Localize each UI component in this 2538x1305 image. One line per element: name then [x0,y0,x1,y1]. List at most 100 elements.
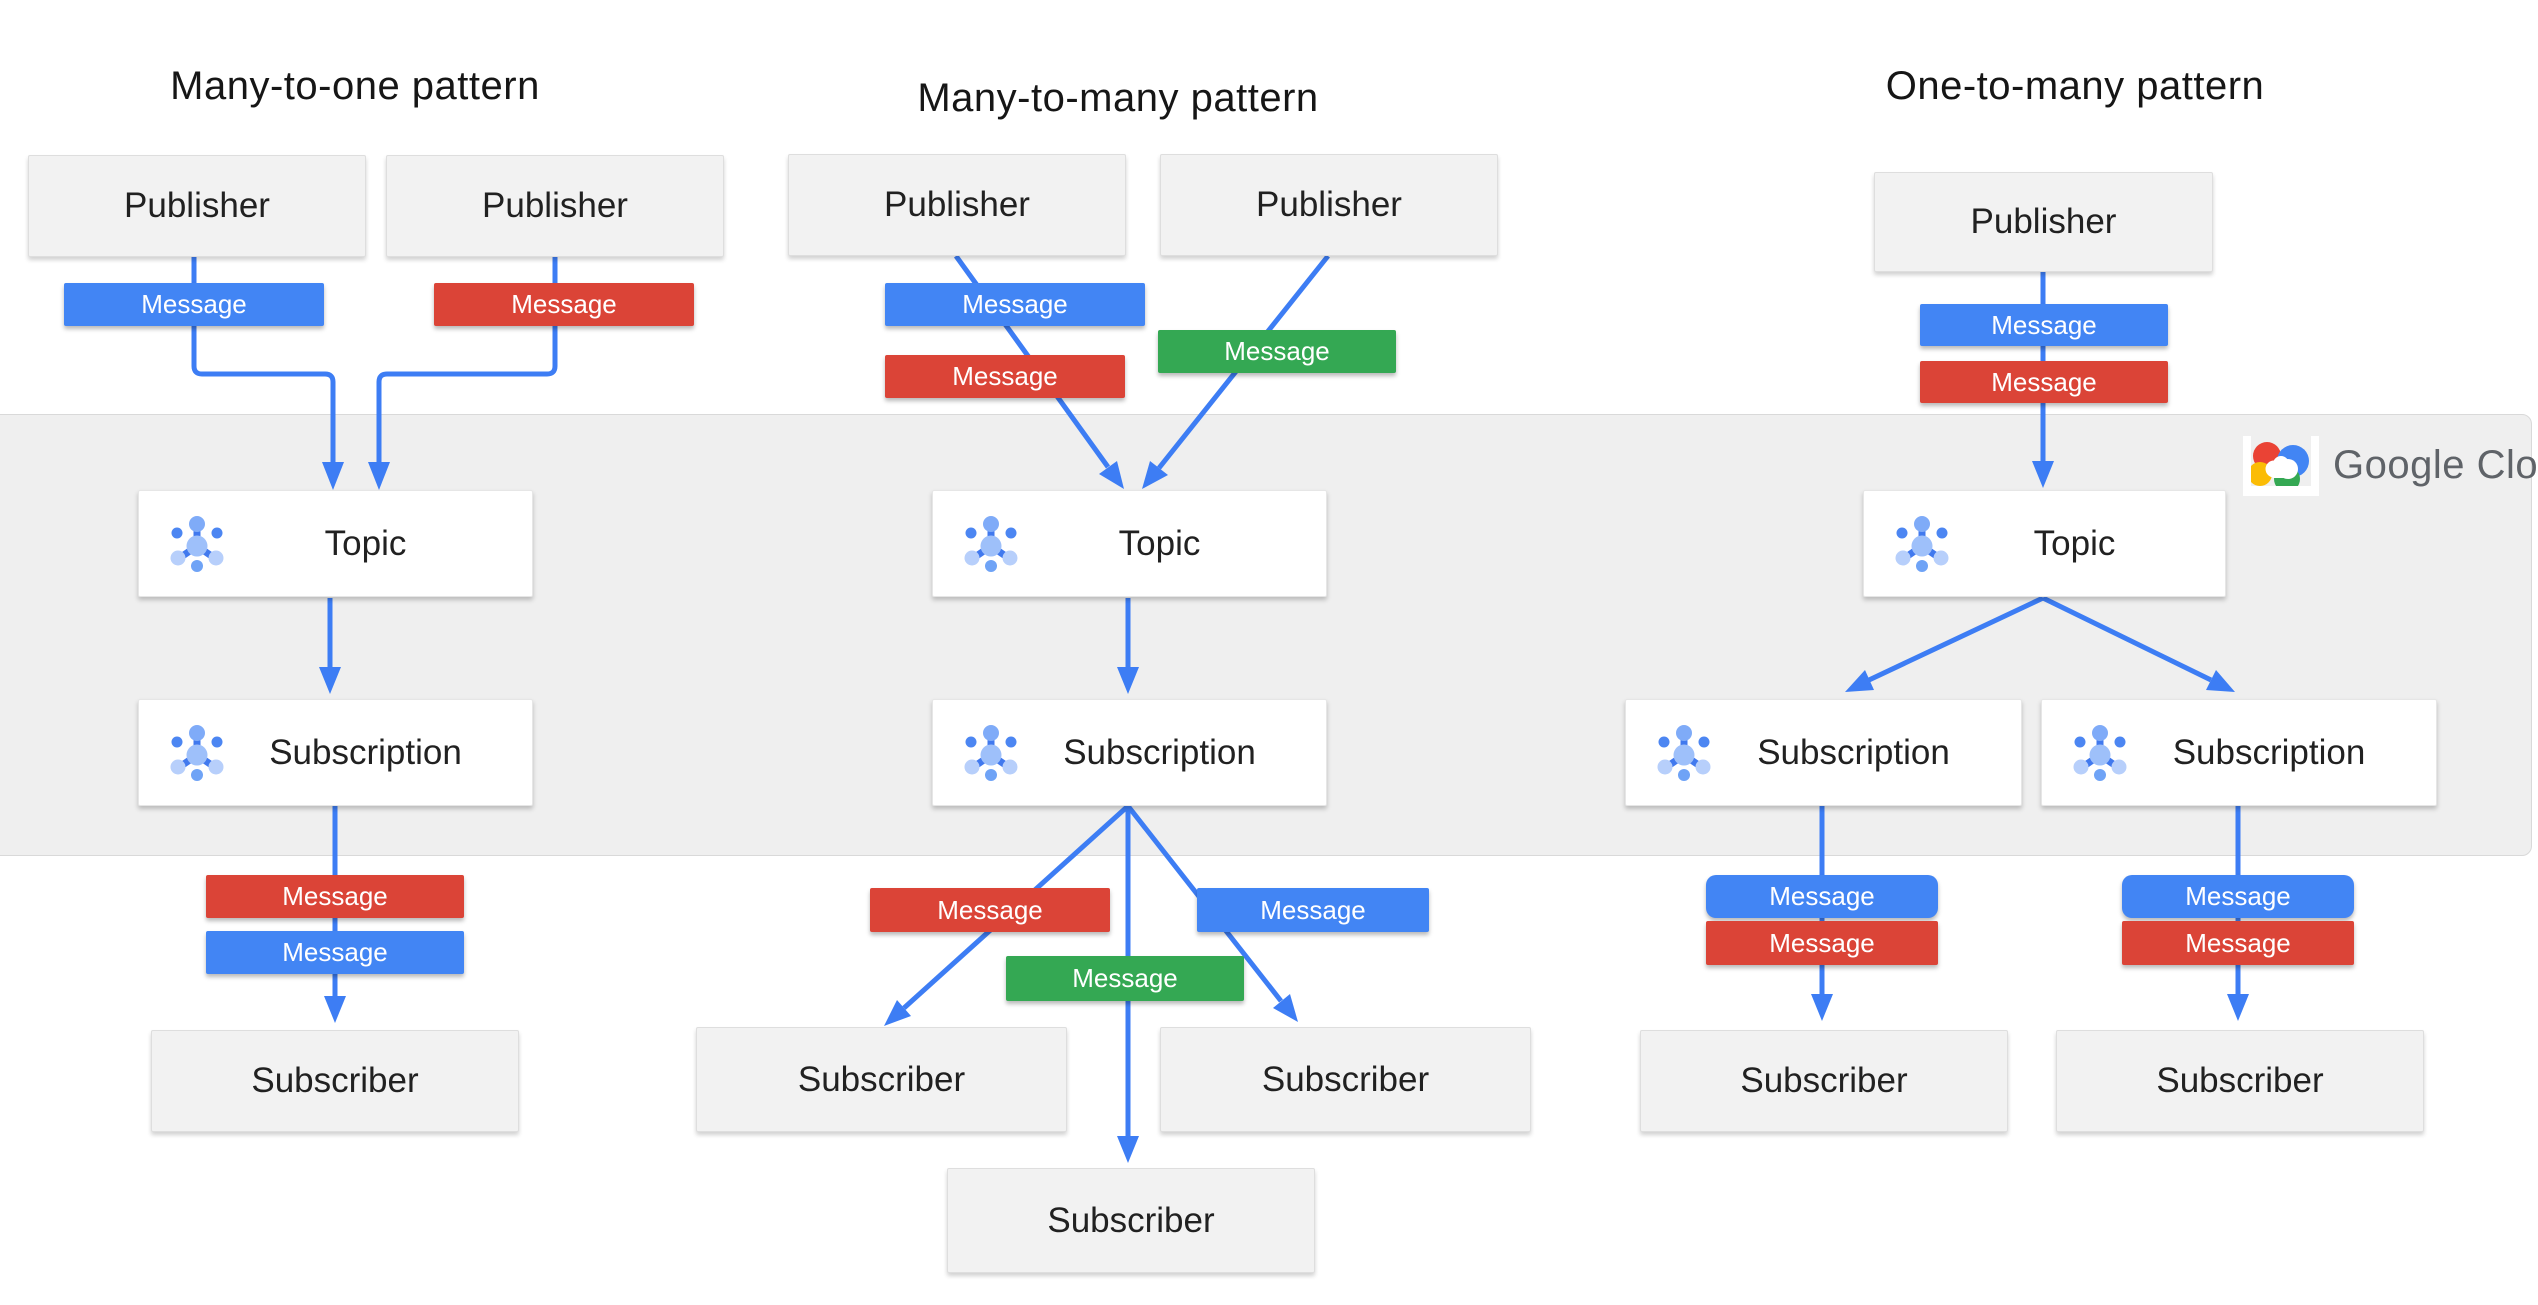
message-chip-red: Message [2122,921,2354,965]
pubsub-subscription-icon [169,724,225,781]
arrowhead [2032,461,2054,488]
subscriber-label: Subscriber [2156,1061,2324,1100]
pubsub-topic-icon [963,515,1019,572]
arrowhead [324,996,346,1023]
arrowhead [1099,461,1124,489]
publisher-box: Publisher [386,155,724,257]
message-label: Message [1260,894,1366,925]
message-label: Message [962,289,1068,319]
message-label: Message [1769,927,1875,958]
pubsub-subscription-icon [963,724,1019,781]
edge-right-topic-sub2 [2041,595,2213,683]
arrowhead [1142,461,1168,489]
edge-right-topic-sub1 [1867,595,2045,683]
topic-label: Topic [324,523,407,563]
subscriber-box: Subscriber [1640,1030,2008,1132]
subscription-label: Subscription [269,732,462,772]
arrowhead [2206,670,2235,692]
message-chip-red: Message [206,875,464,918]
arrowhead [368,462,390,490]
arrowhead [1273,994,1298,1022]
message-chip-blue: Message [885,283,1145,326]
message-label: Message [282,881,388,911]
publisher-box: Publisher [1874,172,2213,272]
subscription-label: Subscription [2172,732,2366,772]
pattern-title-many-to-one: Many-to-one pattern [170,64,540,108]
message-label: Message [141,289,247,319]
subscriber-box: Subscriber [1160,1027,1531,1132]
message-chip-green: Message [1158,330,1396,373]
pubsub-topic-icon [1894,515,1950,572]
subscriber-box: Subscriber [696,1027,1067,1132]
google-cloud-icon [2243,434,2319,496]
pubsub-topic-icon [169,515,225,572]
pattern-title-one-to-many: One-to-many pattern [1885,64,2265,108]
arrowhead [1811,994,1833,1021]
subscriber-box: Subscriber [947,1168,1315,1273]
subscription-box: Subscription [1625,699,2022,806]
arrowhead [2227,994,2249,1021]
message-label: Message [1224,336,1330,366]
message-label: Message [952,361,1058,391]
message-label: Message [937,894,1043,925]
edge-left-pub1-topic [191,255,336,463]
publisher-box: Publisher [28,155,366,257]
message-chip-green: Message [1006,956,1244,1001]
subscription-box: Subscription [138,699,533,806]
topic-box: Topic [138,490,533,597]
subscriber-box: Subscriber [2056,1030,2424,1132]
message-label: Message [1072,963,1178,993]
message-chip-red: Message [1920,361,2168,403]
arrowhead [1117,1136,1139,1163]
publisher-label: Publisher [884,185,1030,224]
message-label: Message [1991,309,2097,340]
message-chip-blue: Message [206,931,464,974]
subscription-label: Subscription [1757,732,1950,772]
message-label: Message [1991,366,2097,397]
topic-box: Topic [1863,490,2226,597]
message-chip-red: Message [434,283,694,326]
subscription-label: Subscription [1063,732,1256,772]
topic-box: Topic [932,490,1327,597]
pubsub-subscription-icon [2072,724,2128,781]
subscription-box: Subscription [932,699,1327,806]
message-label: Message [511,289,617,319]
message-chip-red: Message [885,355,1125,398]
publisher-label: Publisher [482,186,628,225]
publisher-label: Publisher [1256,185,1402,224]
subscriber-box: Subscriber [151,1030,519,1132]
message-label: Message [2185,927,2291,958]
arrowhead [1117,667,1139,694]
subscriber-label: Subscriber [1261,1059,1430,1099]
publisher-label: Publisher [1970,202,2117,241]
message-chip-red: Message [870,888,1110,932]
message-label: Message [282,937,388,967]
message-label: Message [2185,881,2291,911]
message-chip-blue: Message [64,283,324,326]
subscriber-label: Subscriber [251,1061,419,1100]
message-chip-blue: Message [1920,304,2168,346]
publisher-box: Publisher [1160,154,1498,256]
publisher-box: Publisher [788,154,1126,256]
message-chip-red: Message [1706,921,1938,965]
publisher-label: Publisher [124,186,270,225]
message-chip-blue: Message [1706,875,1938,918]
arrowhead [1845,670,1874,692]
topic-label: Topic [2033,523,2116,563]
topic-label: Topic [1118,523,1201,563]
edge-left-pub2-topic [376,255,558,463]
google-cloud-logo-text: Google Cloud [2333,442,2538,487]
subscriber-label: Subscriber [797,1059,966,1099]
google-cloud-logo: Google Cloud [2243,434,2538,496]
subscription-box: Subscription [2041,699,2437,806]
arrowhead [884,1000,911,1026]
message-chip-blue: Message [1197,888,1429,932]
arrowhead [319,667,341,694]
message-label: Message [1769,881,1875,911]
subscriber-label: Subscriber [1047,1200,1215,1240]
message-chip-blue: Message [2122,875,2354,918]
subscriber-label: Subscriber [1740,1061,1908,1100]
pubsub-subscription-icon [1656,724,1712,781]
arrowhead [322,462,344,490]
